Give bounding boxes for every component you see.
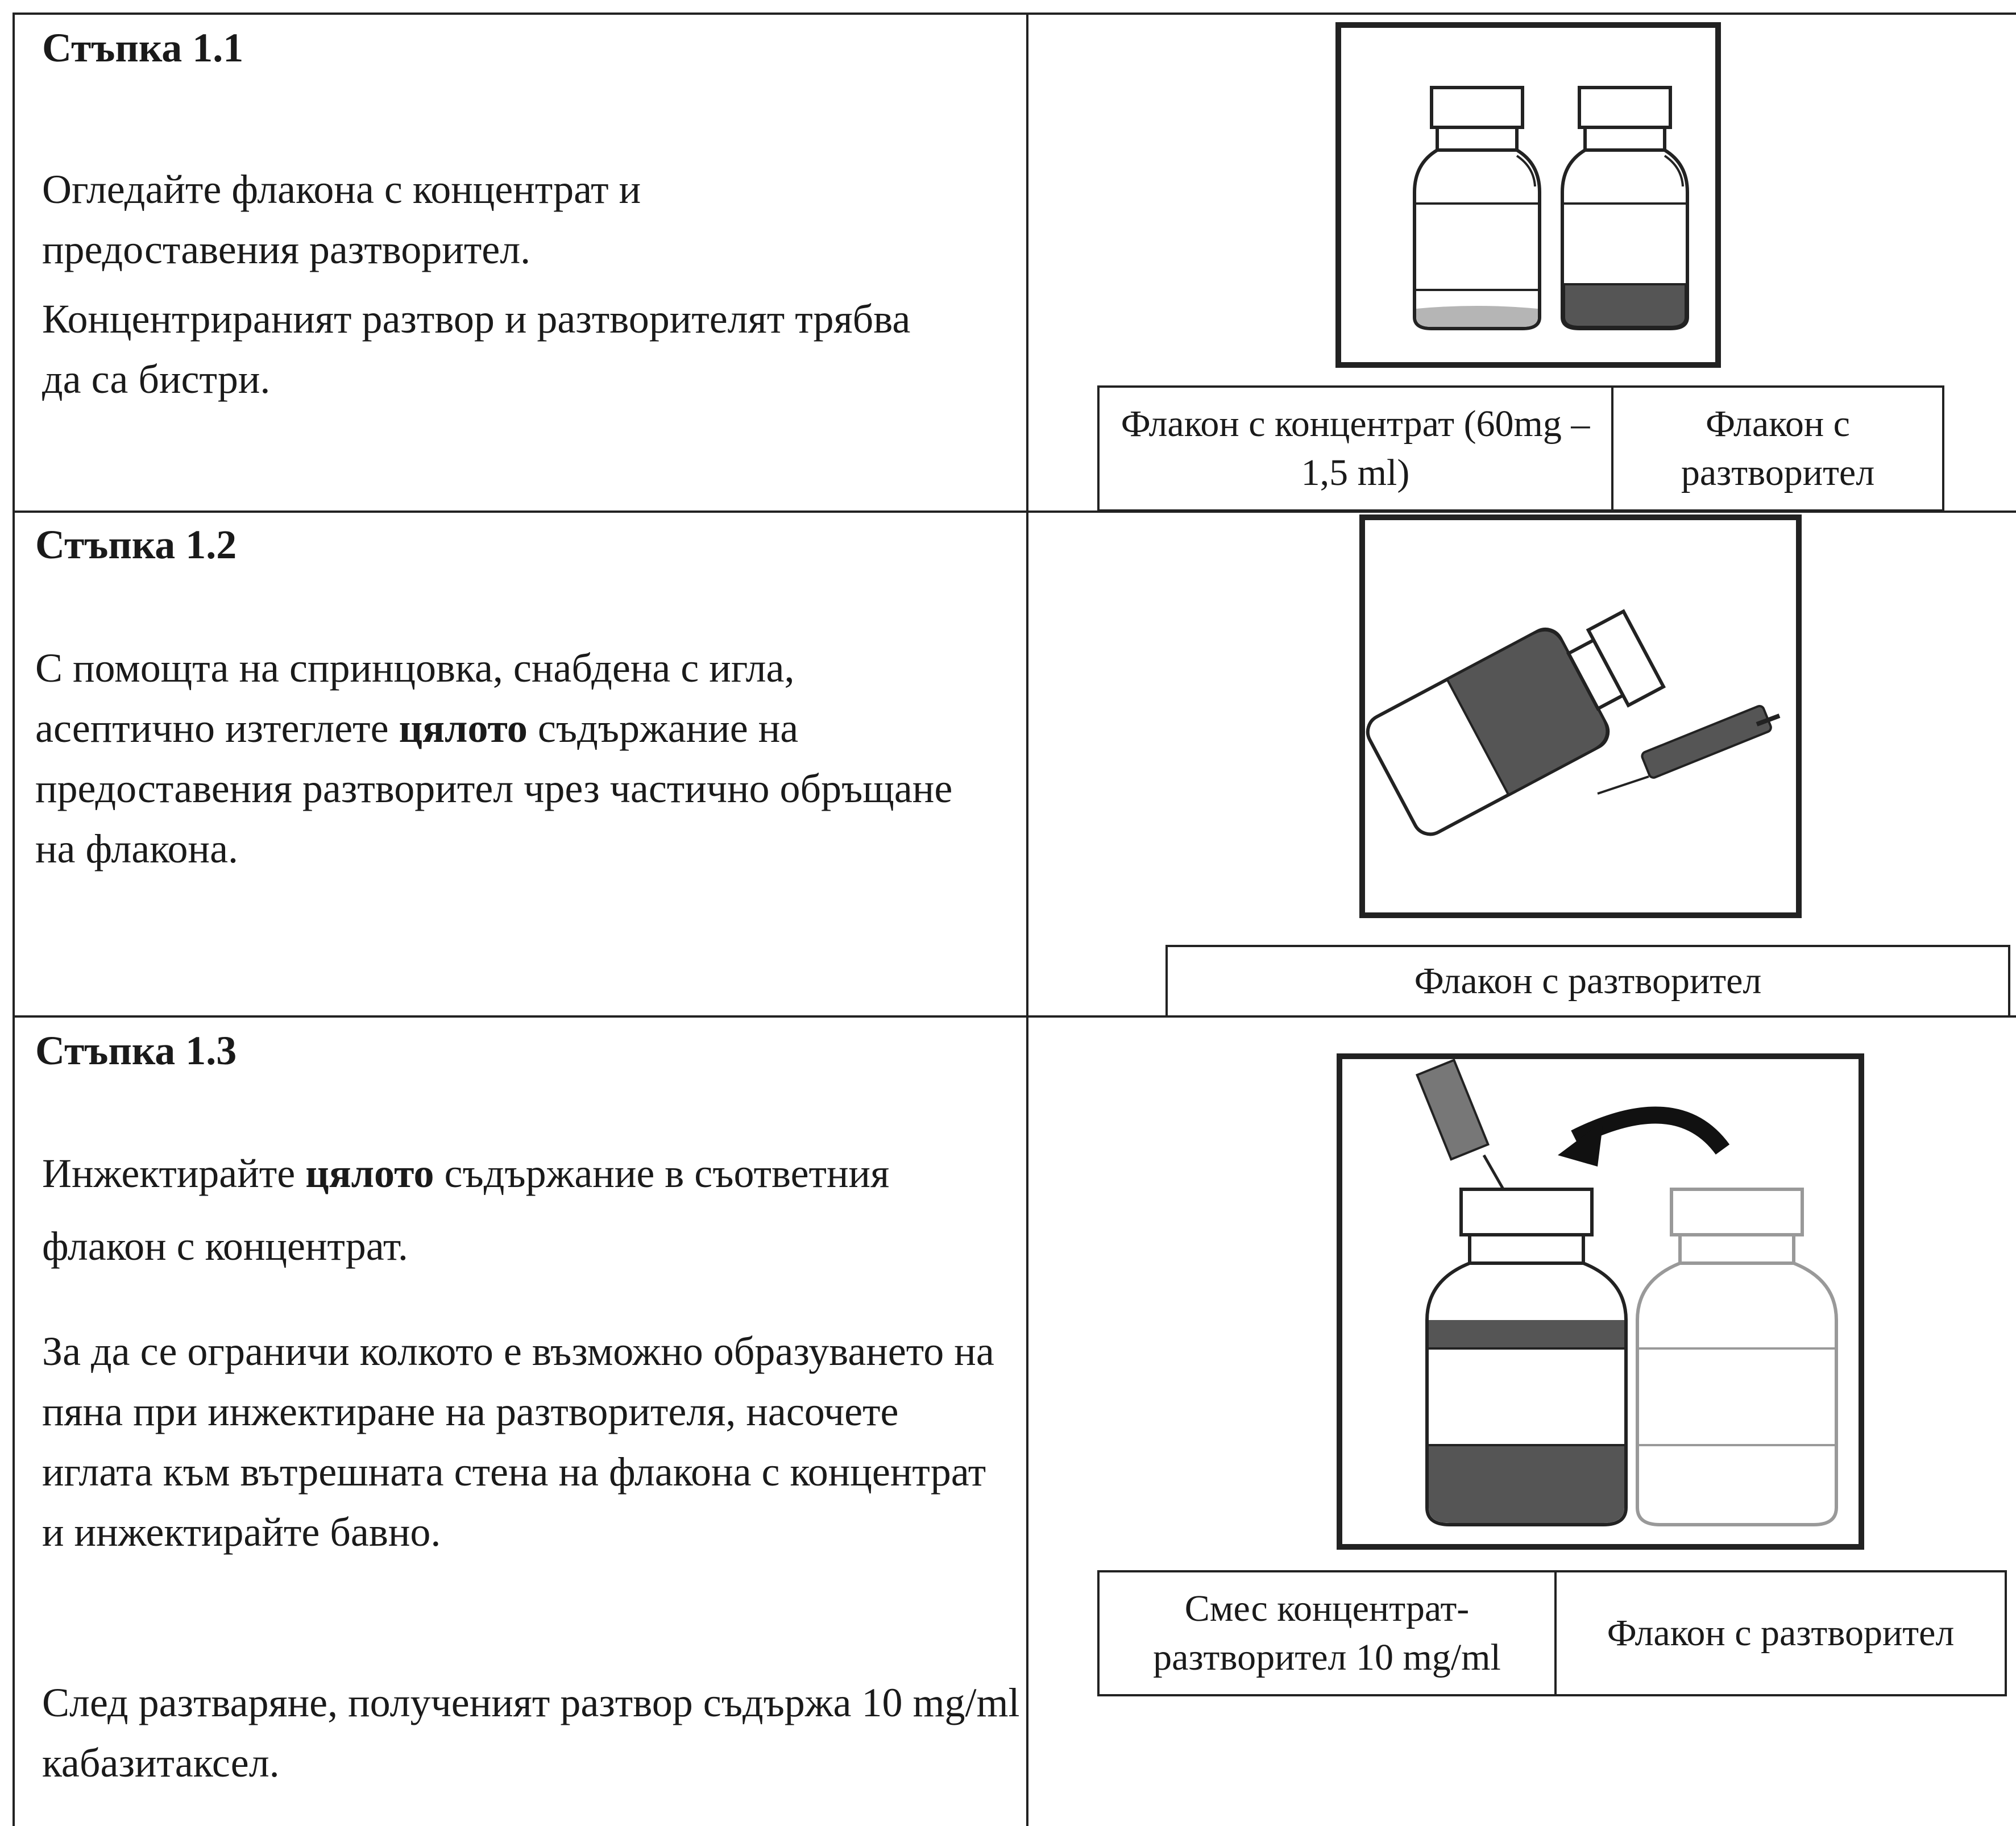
step-1-1-paragraph-1: Огледайте флакона с концентрат и предост… bbox=[42, 167, 641, 272]
step-1-3-title: Стъпка 1.3 bbox=[35, 1028, 237, 1073]
inverted-vial-icon bbox=[1366, 609, 1666, 836]
row-divider-1 bbox=[13, 511, 2016, 513]
step-1-2-illustration bbox=[1359, 514, 1802, 919]
table-top-border bbox=[13, 13, 2016, 15]
caption-solvent-vial: Флакон с разтворител bbox=[1611, 385, 1944, 512]
step-1-3-paragraph-2: За да се ограничи колкото е възможно обр… bbox=[42, 1329, 994, 1555]
caption-concentrate-vial: Флакон с концентрат (60mg – 1,5 ml) bbox=[1097, 385, 1613, 512]
step-1-3-illustration bbox=[1336, 1053, 1865, 1550]
step-1-2-paragraph: С помощта на спринцовка, снабдена с игла… bbox=[35, 638, 979, 879]
step-1-3-p1-after: съдържание в съответния флакон с концент… bbox=[42, 1151, 890, 1269]
table-left-border bbox=[13, 13, 15, 1826]
row-divider-2 bbox=[13, 1015, 2016, 1018]
step-1-1-title: Стъпка 1.1 bbox=[42, 25, 244, 70]
step-1-2-text-bold: цялото bbox=[399, 706, 528, 751]
step-1-3-p1-before: Инжектирайте bbox=[42, 1151, 306, 1196]
step-1-1-paragraph-2: Концентрираният разтвор и разтворителят … bbox=[42, 296, 911, 402]
step-1-3-caption-table: Смес концентрат-разтворител 10 mg/ml Фла… bbox=[1097, 1570, 2007, 1696]
step-1-2-title: Стъпка 1.2 bbox=[35, 522, 237, 567]
step-1-1-illustration bbox=[1335, 22, 1722, 368]
empty-solvent-vial-icon bbox=[1636, 1188, 1838, 1526]
caption-solvent-vial-2: Флакон с разтворител bbox=[1165, 945, 2010, 1018]
step-1-2-caption-table: Флакон с разтворител bbox=[1165, 945, 2010, 1018]
column-divider bbox=[1026, 13, 1028, 1826]
step-1-2-text-after: съдържание на предоставения разтворител … bbox=[35, 706, 953, 872]
concentrate-vial-icon bbox=[1413, 86, 1541, 330]
solvent-vial-icon bbox=[1561, 86, 1689, 330]
step-1-1-caption-table: Флакон с концентрат (60mg – 1,5 ml) Флак… bbox=[1097, 385, 1944, 512]
step-1-3-p1-bold: цялото bbox=[305, 1151, 434, 1196]
caption-solvent-vial-3: Флакон с разтворител bbox=[1554, 1570, 2007, 1696]
step-1-3-paragraph-1: Инжектирайте цялото съдържание в съответ… bbox=[42, 1137, 895, 1283]
step-1-2-text-before: С помощта на спринцовка, снабдена с игла… bbox=[35, 645, 795, 751]
mixture-vial-icon bbox=[1425, 1188, 1628, 1526]
syringe-icon bbox=[1597, 705, 1781, 795]
caption-mixture: Смес концентрат-разтворител 10 mg/ml bbox=[1097, 1570, 1557, 1696]
step-1-3-paragraph-3: След разтваряне, полученият разтвор съдъ… bbox=[42, 1680, 1020, 1786]
